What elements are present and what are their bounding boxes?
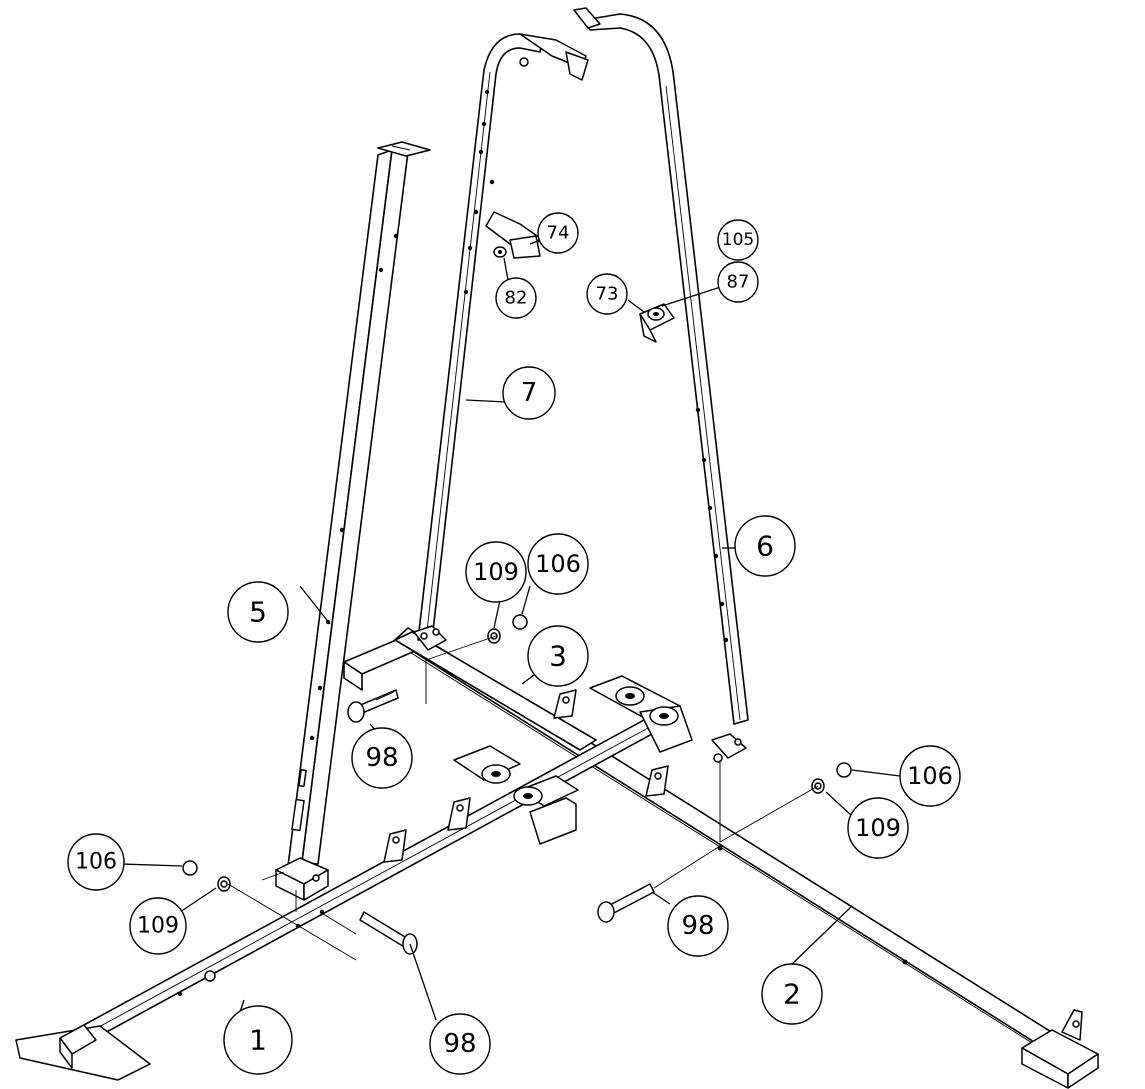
callout-1-label: 1 xyxy=(249,1024,267,1057)
callout-109-right: 109 xyxy=(847,797,909,859)
callout-106-right-label: 106 xyxy=(907,762,953,790)
callout-109-center-label: 109 xyxy=(473,558,519,586)
callout-98-lower: 98 xyxy=(429,1013,491,1075)
nut-106-right xyxy=(836,762,852,778)
nut-106-left xyxy=(182,860,198,876)
bolt-98-right xyxy=(597,883,655,923)
callout-1: 1 xyxy=(223,1005,293,1075)
callout-7: 7 xyxy=(502,366,556,420)
callout-98-upper-label: 98 xyxy=(365,743,398,773)
callout-105: 105 xyxy=(717,219,759,261)
callout-106-left: 106 xyxy=(67,833,125,891)
callout-106-left-label: 106 xyxy=(75,850,117,875)
callout-98-upper: 98 xyxy=(351,727,413,789)
callout-105-label: 105 xyxy=(722,230,754,250)
callout-109-left-label: 109 xyxy=(137,914,179,939)
callout-109-center: 109 xyxy=(465,541,527,603)
callout-109-left: 109 xyxy=(129,897,187,955)
washer-109-left xyxy=(217,876,231,892)
callout-2-label: 2 xyxy=(783,978,801,1011)
washer-109-center xyxy=(487,628,501,644)
callout-2: 2 xyxy=(761,963,823,1025)
upright-7 xyxy=(413,33,589,651)
callout-73: 73 xyxy=(586,273,628,315)
base-tube-1 xyxy=(15,719,653,1081)
callout-5-label: 5 xyxy=(249,596,267,629)
callout-73-label: 73 xyxy=(596,284,619,305)
callout-3-label: 3 xyxy=(549,640,567,673)
callout-106-center-label: 106 xyxy=(535,550,581,578)
callout-74-label: 74 xyxy=(547,223,570,244)
callout-3: 3 xyxy=(527,625,589,687)
cross-tube-3 xyxy=(343,629,693,845)
callout-98-right-label: 98 xyxy=(681,911,714,941)
callout-106-right: 106 xyxy=(899,745,961,807)
callout-87-label: 87 xyxy=(727,272,750,293)
hook-part-74 xyxy=(485,211,541,259)
callout-5: 5 xyxy=(227,581,289,643)
callout-7-label: 7 xyxy=(521,378,538,408)
bolt-98-lower xyxy=(359,911,418,955)
assembly-lines xyxy=(227,635,819,961)
callout-82: 82 xyxy=(495,277,537,319)
upright-5 xyxy=(275,141,431,901)
callout-87: 87 xyxy=(717,261,759,303)
bolt-98-upper xyxy=(347,689,399,723)
nut-106-center xyxy=(512,614,528,630)
hook-part-73 xyxy=(639,303,675,343)
callout-109-right-label: 109 xyxy=(855,814,901,842)
callout-98-lower-label: 98 xyxy=(443,1029,476,1059)
callout-98-right: 98 xyxy=(667,895,729,957)
callout-6: 6 xyxy=(734,515,796,577)
callout-6-label: 6 xyxy=(756,530,774,563)
callout-82-label: 82 xyxy=(505,288,528,309)
callout-106-center: 106 xyxy=(527,533,589,595)
callout-74: 74 xyxy=(537,212,579,254)
upright-6 xyxy=(573,7,749,763)
